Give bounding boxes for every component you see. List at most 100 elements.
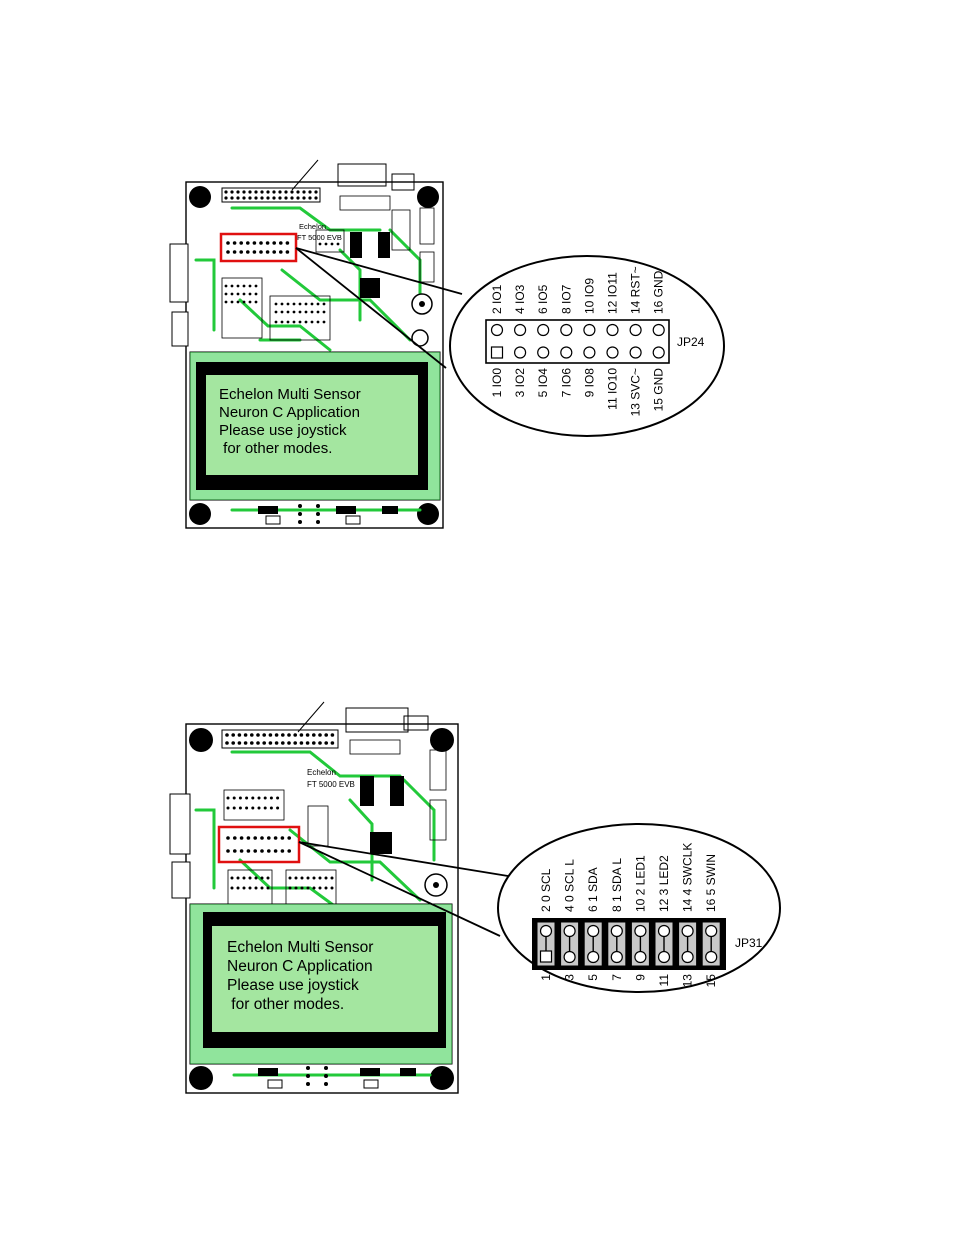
jp31-top-label: 10 2 LED1	[633, 855, 647, 912]
jp24-bottom-label: 3 IO2	[513, 368, 527, 398]
pad	[268, 733, 273, 737]
jp24-pin-odd	[652, 346, 665, 359]
pad	[248, 876, 252, 880]
lcd-text-top: Echelon Multi Sensor Neuron C Applicatio…	[219, 386, 361, 458]
jp24-bottom-label: 7 IO6	[559, 368, 573, 398]
jp31-pin-odd	[563, 950, 576, 964]
pad	[263, 796, 267, 800]
jp24-top-label: 8 IO7	[559, 284, 573, 314]
lcd-screen	[212, 926, 438, 1032]
mount-hole	[430, 1066, 454, 1090]
jp31-name: JP31	[735, 936, 763, 950]
pad	[286, 320, 290, 324]
jp31-pin-even	[539, 924, 553, 938]
pad	[246, 241, 250, 245]
pad-array	[224, 242, 340, 324]
ic-chip	[370, 832, 392, 854]
component-outlines	[221, 195, 435, 341]
pad	[294, 876, 298, 880]
pad	[318, 741, 322, 745]
jp24-top-label: 6 IO5	[536, 284, 550, 314]
pad	[251, 796, 255, 800]
pad	[254, 196, 258, 200]
pad	[279, 241, 283, 245]
ic-chip	[390, 776, 404, 806]
pad	[239, 241, 243, 245]
pad	[278, 190, 282, 194]
bottom-components	[258, 1066, 416, 1089]
pad	[330, 242, 334, 246]
jp24-pin-odd	[513, 346, 527, 359]
lcd-line: Neuron C Application	[219, 404, 360, 421]
pad	[265, 241, 270, 245]
pad	[272, 196, 276, 200]
pad	[304, 320, 308, 324]
lcd-line: Echelon Multi Sensor	[219, 386, 361, 403]
side-connector	[171, 311, 189, 347]
pad	[269, 806, 273, 810]
jp24-top-label: 16 GND	[652, 270, 666, 314]
pad	[314, 196, 318, 200]
pad	[254, 876, 258, 880]
pad	[239, 836, 244, 840]
pad	[324, 886, 328, 890]
mount-hole	[417, 503, 439, 525]
pad	[224, 190, 228, 194]
pad	[265, 250, 270, 254]
pad	[260, 190, 264, 194]
antenna-wire	[297, 701, 325, 733]
jp31-top-label: 14 4 SWCLK	[681, 843, 695, 912]
pad	[281, 733, 285, 737]
pad	[330, 876, 334, 880]
side-connector	[169, 243, 189, 303]
jp31-top-label: 6 1 SDA	[586, 867, 600, 912]
pad	[236, 292, 240, 296]
callout-line	[298, 841, 501, 937]
pad	[226, 796, 230, 800]
jp24-pin-odd	[583, 346, 596, 359]
jp24-pin-even	[583, 323, 596, 337]
pad	[230, 284, 234, 288]
pad	[292, 320, 296, 324]
pad	[274, 733, 279, 737]
pad-array	[226, 796, 334, 890]
pad	[280, 836, 285, 840]
pad	[243, 733, 248, 737]
jp24-pin-even	[560, 323, 573, 337]
pad	[224, 196, 228, 200]
pad	[250, 741, 254, 745]
jp31-pin-even	[587, 924, 600, 938]
lcd-line: Echelon Multi Sensor	[227, 939, 374, 956]
jp31-pin-odd	[681, 950, 694, 964]
pad	[263, 806, 267, 810]
pad	[230, 886, 234, 890]
jp24-top-label: 10 IO9	[582, 278, 596, 314]
pad	[285, 241, 290, 245]
pad	[231, 741, 235, 745]
jp31-bottom-label: 11	[657, 974, 671, 987]
pad	[242, 886, 246, 890]
pad	[267, 836, 271, 840]
jp24-bottom-label: 9 IO8	[582, 368, 596, 398]
jp24-pins-onboard	[226, 241, 290, 254]
jp24-pin-odd	[606, 346, 619, 359]
pad	[253, 836, 257, 840]
pad	[236, 196, 240, 200]
pad	[254, 190, 258, 194]
pad	[288, 876, 292, 880]
pad	[266, 876, 270, 880]
pad	[253, 849, 257, 853]
lcd-text-bottom: Echelon Multi Sensor Neuron C Applicatio…	[227, 938, 373, 1014]
jp31-highlight-box	[217, 825, 301, 864]
lcd-screen	[206, 375, 418, 475]
jp31-pin-even	[563, 924, 576, 938]
pad	[322, 310, 326, 314]
jp31-top-label: 16 5 SWIN	[704, 854, 718, 912]
connector-top-right	[403, 715, 429, 731]
lcd-line: Neuron C Application	[227, 958, 373, 975]
jp31-top-label: 4 0 SCL L	[563, 859, 577, 912]
pad	[230, 300, 234, 304]
